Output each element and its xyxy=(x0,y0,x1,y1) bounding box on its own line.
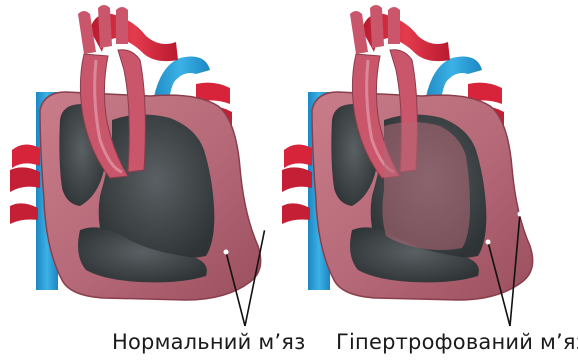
label-hypertrophied-muscle: Гіпертрофований м’яз xyxy=(336,330,578,354)
heart-hypertrophied xyxy=(282,5,533,300)
label-normal-muscle: Нормальний м’яз xyxy=(112,330,306,354)
heart-normal xyxy=(10,5,261,300)
